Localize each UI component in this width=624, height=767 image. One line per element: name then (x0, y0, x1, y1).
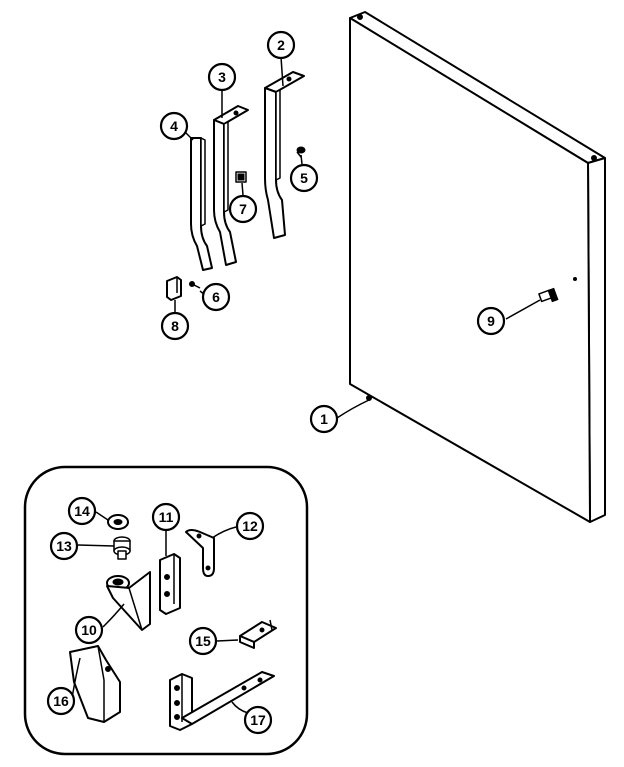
screw-part (296, 146, 306, 158)
cap-part (166, 276, 182, 301)
leader-lines-top (174, 56, 541, 419)
svg-text:4: 4 (170, 118, 178, 134)
callout-13: 13 (49, 531, 79, 561)
inset-frame (23, 465, 309, 756)
callout-12: 12 (235, 511, 265, 541)
bushing-part (113, 536, 131, 560)
hinge-bracket-part (106, 571, 151, 631)
plug-part (538, 287, 559, 303)
svg-text:15: 15 (195, 633, 211, 649)
callout-11: 11 (151, 502, 181, 532)
callout-15: 15 (188, 626, 218, 656)
svg-text:9: 9 (487, 313, 495, 329)
svg-text:10: 10 (81, 622, 97, 638)
svg-text:2: 2 (277, 37, 285, 53)
short-bracket-part (190, 137, 213, 271)
svg-text:11: 11 (159, 509, 174, 525)
svg-text:13: 13 (56, 538, 72, 554)
callout-5: 5 (289, 163, 319, 193)
door-panel-part (349, 11, 606, 523)
small-hinge-part (185, 529, 215, 577)
angle-bracket-part (239, 619, 277, 649)
svg-text:1: 1 (320, 411, 328, 427)
svg-text:7: 7 (239, 201, 247, 217)
callout-4: 4 (159, 111, 189, 141)
svg-text:14: 14 (74, 503, 90, 519)
long-hinge-bracket-part (169, 671, 275, 731)
svg-text:6: 6 (212, 289, 220, 305)
svg-text:8: 8 (171, 318, 179, 334)
washer-part (107, 514, 129, 530)
small-screw-part (189, 281, 201, 289)
callout-16: 16 (46, 686, 76, 716)
hinge-plate-part (159, 553, 181, 615)
long-bracket-part (264, 71, 305, 239)
svg-text:3: 3 (218, 69, 226, 85)
callout-2: 2 (266, 30, 296, 60)
callout-1: 1 (309, 404, 339, 434)
hinge-cover-part (69, 645, 121, 723)
svg-text:16: 16 (53, 693, 69, 709)
svg-text:17: 17 (250, 712, 266, 728)
nut-part (235, 171, 247, 183)
callout-10: 10 (74, 615, 104, 645)
callout-3: 3 (207, 62, 237, 92)
svg-text:12: 12 (242, 518, 258, 534)
callout-17: 17 (243, 705, 273, 735)
callout-14: 14 (67, 496, 97, 526)
callout-7: 7 (228, 194, 258, 224)
svg-text:5: 5 (300, 170, 308, 186)
callout-8: 8 (160, 311, 190, 341)
medium-bracket-part (213, 105, 249, 266)
callout-6: 6 (201, 282, 231, 312)
callout-9: 9 (476, 306, 506, 336)
